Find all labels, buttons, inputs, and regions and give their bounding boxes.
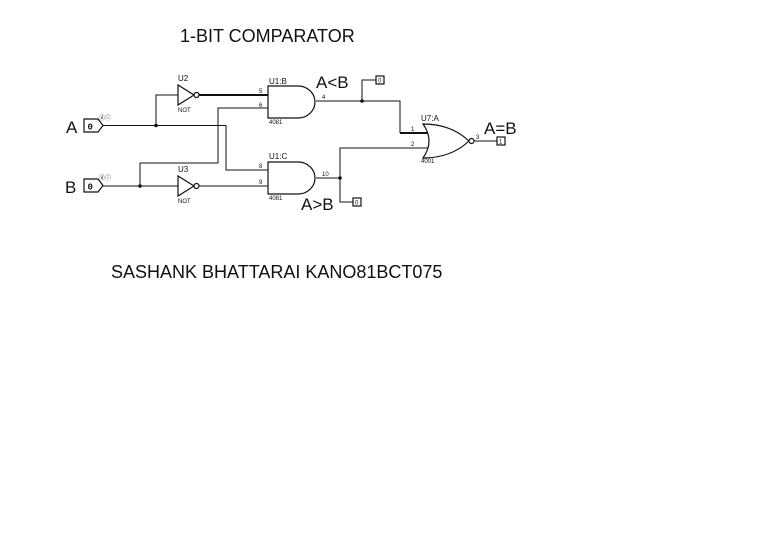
u1b-pin-in1: 5	[259, 89, 263, 95]
not-gate-u2[interactable]: U2 NOT	[177, 74, 200, 114]
probe-a-gt-b[interactable]: A>B 0	[301, 195, 362, 214]
u1c-ref: U1:C	[269, 152, 287, 161]
u7a-pin-in1: 1	[411, 127, 415, 133]
input-b[interactable]: B 0 ⓓⓘ	[65, 174, 111, 197]
wire-u1b-to-u7	[362, 100, 401, 133]
u7a-pin-out: 3	[476, 135, 480, 141]
wire-u1c-to-u7	[339, 147, 430, 178]
input-a-logicstate[interactable]	[83, 118, 104, 133]
u1b-part: 4081	[269, 120, 283, 126]
input-b-logicstate[interactable]	[83, 178, 104, 193]
u3-type: NOT	[178, 199, 191, 205]
input-a-value: 0	[88, 123, 93, 133]
u1c-pin-in2: 9	[259, 180, 263, 186]
not-gate-u3[interactable]: U3 NOT	[177, 165, 200, 205]
u7a-pin-in2: 2	[411, 142, 415, 148]
probe-a-lt-b[interactable]: A<B 0	[316, 73, 385, 92]
input-b-value: 0	[88, 183, 93, 193]
input-a[interactable]: A 0 ⓓⓘ	[66, 114, 111, 137]
u1b-ref: U1:B	[269, 77, 287, 86]
wire-a-to-u1c	[218, 125, 268, 171]
probe-a-eq-b[interactable]: A=B 1	[484, 119, 517, 146]
u1c-part: 4081	[269, 196, 283, 202]
u2-type: NOT	[178, 108, 191, 114]
and-gate-u1b[interactable]: U1:B 4081 5 6 4	[259, 77, 326, 126]
and-gate-u1c[interactable]: U1:C 4081 8 9 10	[259, 152, 329, 202]
author-text: SASHANK BHATTARAI KANO81BCT075	[111, 262, 442, 282]
probe-a-lt-b-label: A<B	[316, 73, 349, 92]
wire-a-to-not-u2	[155, 94, 178, 126]
u1c-pin-in1: 8	[259, 164, 263, 170]
wire-b-to-u1b	[139, 107, 268, 186]
probe-a-eq-b-label: A=B	[484, 119, 517, 138]
u1c-pin-out: 10	[322, 172, 329, 178]
input-b-label: B	[65, 178, 76, 197]
u3-ref: U3	[178, 165, 189, 174]
wire-u1c-to-agt-probe	[316, 177, 353, 203]
input-b-pin-marker: ⓓⓘ	[99, 174, 111, 182]
u7a-ref: U7:A	[421, 114, 439, 123]
wire-a-to-and2	[103, 125, 219, 186]
wire-u1b-to-alt-probe	[316, 79, 376, 102]
u1b-pin-in2: 6	[259, 103, 263, 109]
u7a-part: 4001	[421, 159, 435, 165]
probe-a-gt-b-label: A>B	[301, 195, 334, 214]
u2-ref: U2	[178, 74, 189, 83]
probe-a-gt-b-value: 0	[355, 201, 359, 207]
nor-gate-u7a[interactable]: U7:A 4001 1 2 3	[411, 114, 480, 165]
input-a-pin-marker: ⓓⓘ	[99, 114, 111, 122]
wires	[103, 79, 497, 203]
probe-a-lt-b-value: 0	[378, 79, 382, 85]
input-a-label: A	[66, 118, 78, 137]
page-title: 1-BIT COMPARATOR	[180, 26, 355, 46]
u1b-pin-out: 4	[322, 95, 326, 101]
probe-a-eq-b-value: 1	[499, 140, 503, 146]
